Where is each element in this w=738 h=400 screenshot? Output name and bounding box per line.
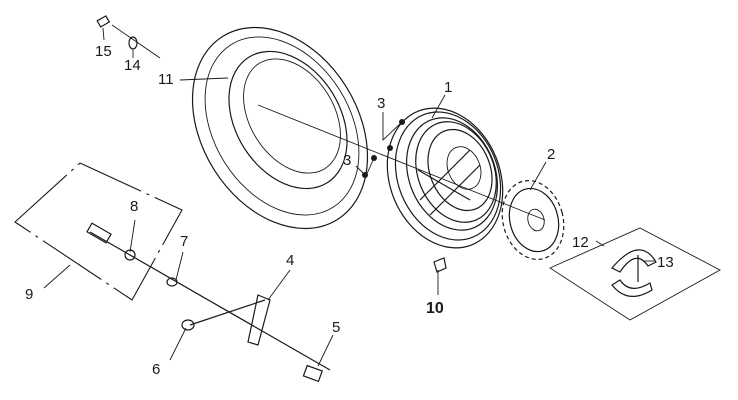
valve [433, 257, 447, 273]
axle-kit-outline [14, 162, 183, 301]
callout-14: 14 [124, 57, 141, 74]
callout-5: 5 [332, 319, 341, 336]
callout-7: 7 [180, 233, 189, 250]
callout-10: 10 [426, 300, 444, 317]
callout-11: 11 [158, 71, 174, 88]
tire [191, 26, 369, 230]
callout-2: 2 [547, 146, 556, 163]
callout-1: 1 [444, 79, 453, 96]
sprocket [501, 179, 565, 261]
callout-15: 15 [95, 43, 112, 60]
rim [386, 107, 504, 249]
brake-shoe-kit-outline [549, 227, 721, 321]
callout-4: 4 [286, 252, 295, 269]
axle-assembly [86, 222, 331, 383]
callout-13: 13 [657, 254, 674, 271]
brake-shoes [611, 249, 657, 297]
rim-bolts [362, 119, 405, 178]
callout-8: 8 [130, 198, 139, 215]
axle-centerline [257, 104, 546, 221]
callout-9: 9 [25, 286, 34, 303]
callout-3-upper: 3 [377, 95, 386, 112]
small-fasteners [96, 15, 161, 59]
leader-lines [43, 27, 656, 367]
callout-3-lower: 3 [343, 152, 352, 169]
callout-12: 12 [572, 234, 589, 251]
callout-6: 6 [152, 361, 161, 378]
